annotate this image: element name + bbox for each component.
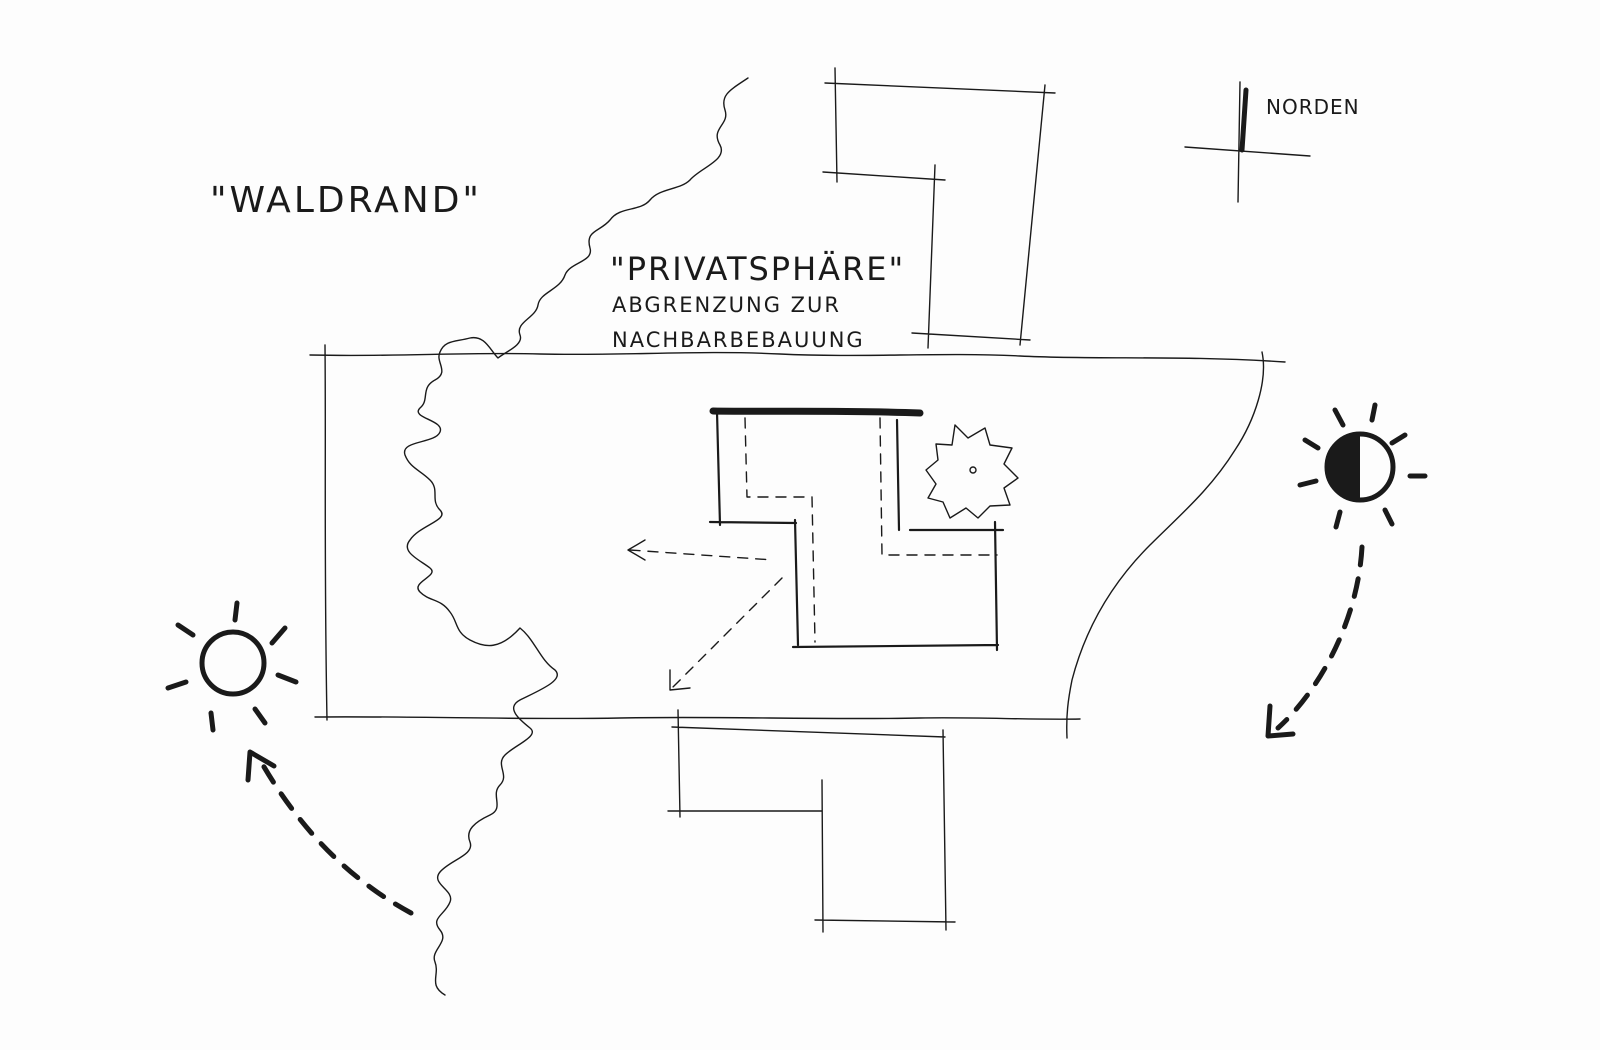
north-arrow-icon	[1184, 81, 1311, 203]
house-inner-dashed	[744, 417, 998, 643]
neighbour-building-south	[667, 709, 956, 933]
plot-right-curve	[1066, 351, 1265, 739]
plot-left-edge	[324, 344, 328, 721]
view-arrow-west	[629, 549, 774, 561]
waldrand-label: "WALDRAND"	[210, 180, 482, 221]
view-arrow-southwest-head	[669, 669, 691, 691]
norden-label: NORDEN	[1266, 95, 1360, 119]
house-outline	[708, 410, 1005, 652]
neighbour-building-north	[822, 67, 1056, 349]
sun-path-east-arrow	[1275, 544, 1365, 731]
privacy-wall	[709, 407, 924, 417]
sun-path-west-arrowhead	[245, 749, 277, 783]
half-sun-icon	[1297, 402, 1428, 530]
plot-top-edge	[309, 351, 1286, 363]
abgrenzung-label-line2: NACHBARBEBAUUNG	[612, 328, 865, 352]
privatsphaere-label: "PRIVATSPHÄRE"	[610, 250, 905, 288]
abgrenzung-label-line1: ABGRENZUNG ZUR	[612, 293, 841, 317]
sun-icon	[165, 600, 299, 733]
sun-path-west-arrow	[257, 757, 414, 916]
forest-edge-line	[404, 77, 749, 996]
plot-bottom-edge	[314, 716, 1081, 720]
sun-path-east-arrowhead	[1265, 703, 1296, 739]
view-arrow-southwest	[671, 577, 783, 689]
tree-icon	[925, 424, 1019, 519]
view-arrow-west-head	[627, 539, 646, 561]
